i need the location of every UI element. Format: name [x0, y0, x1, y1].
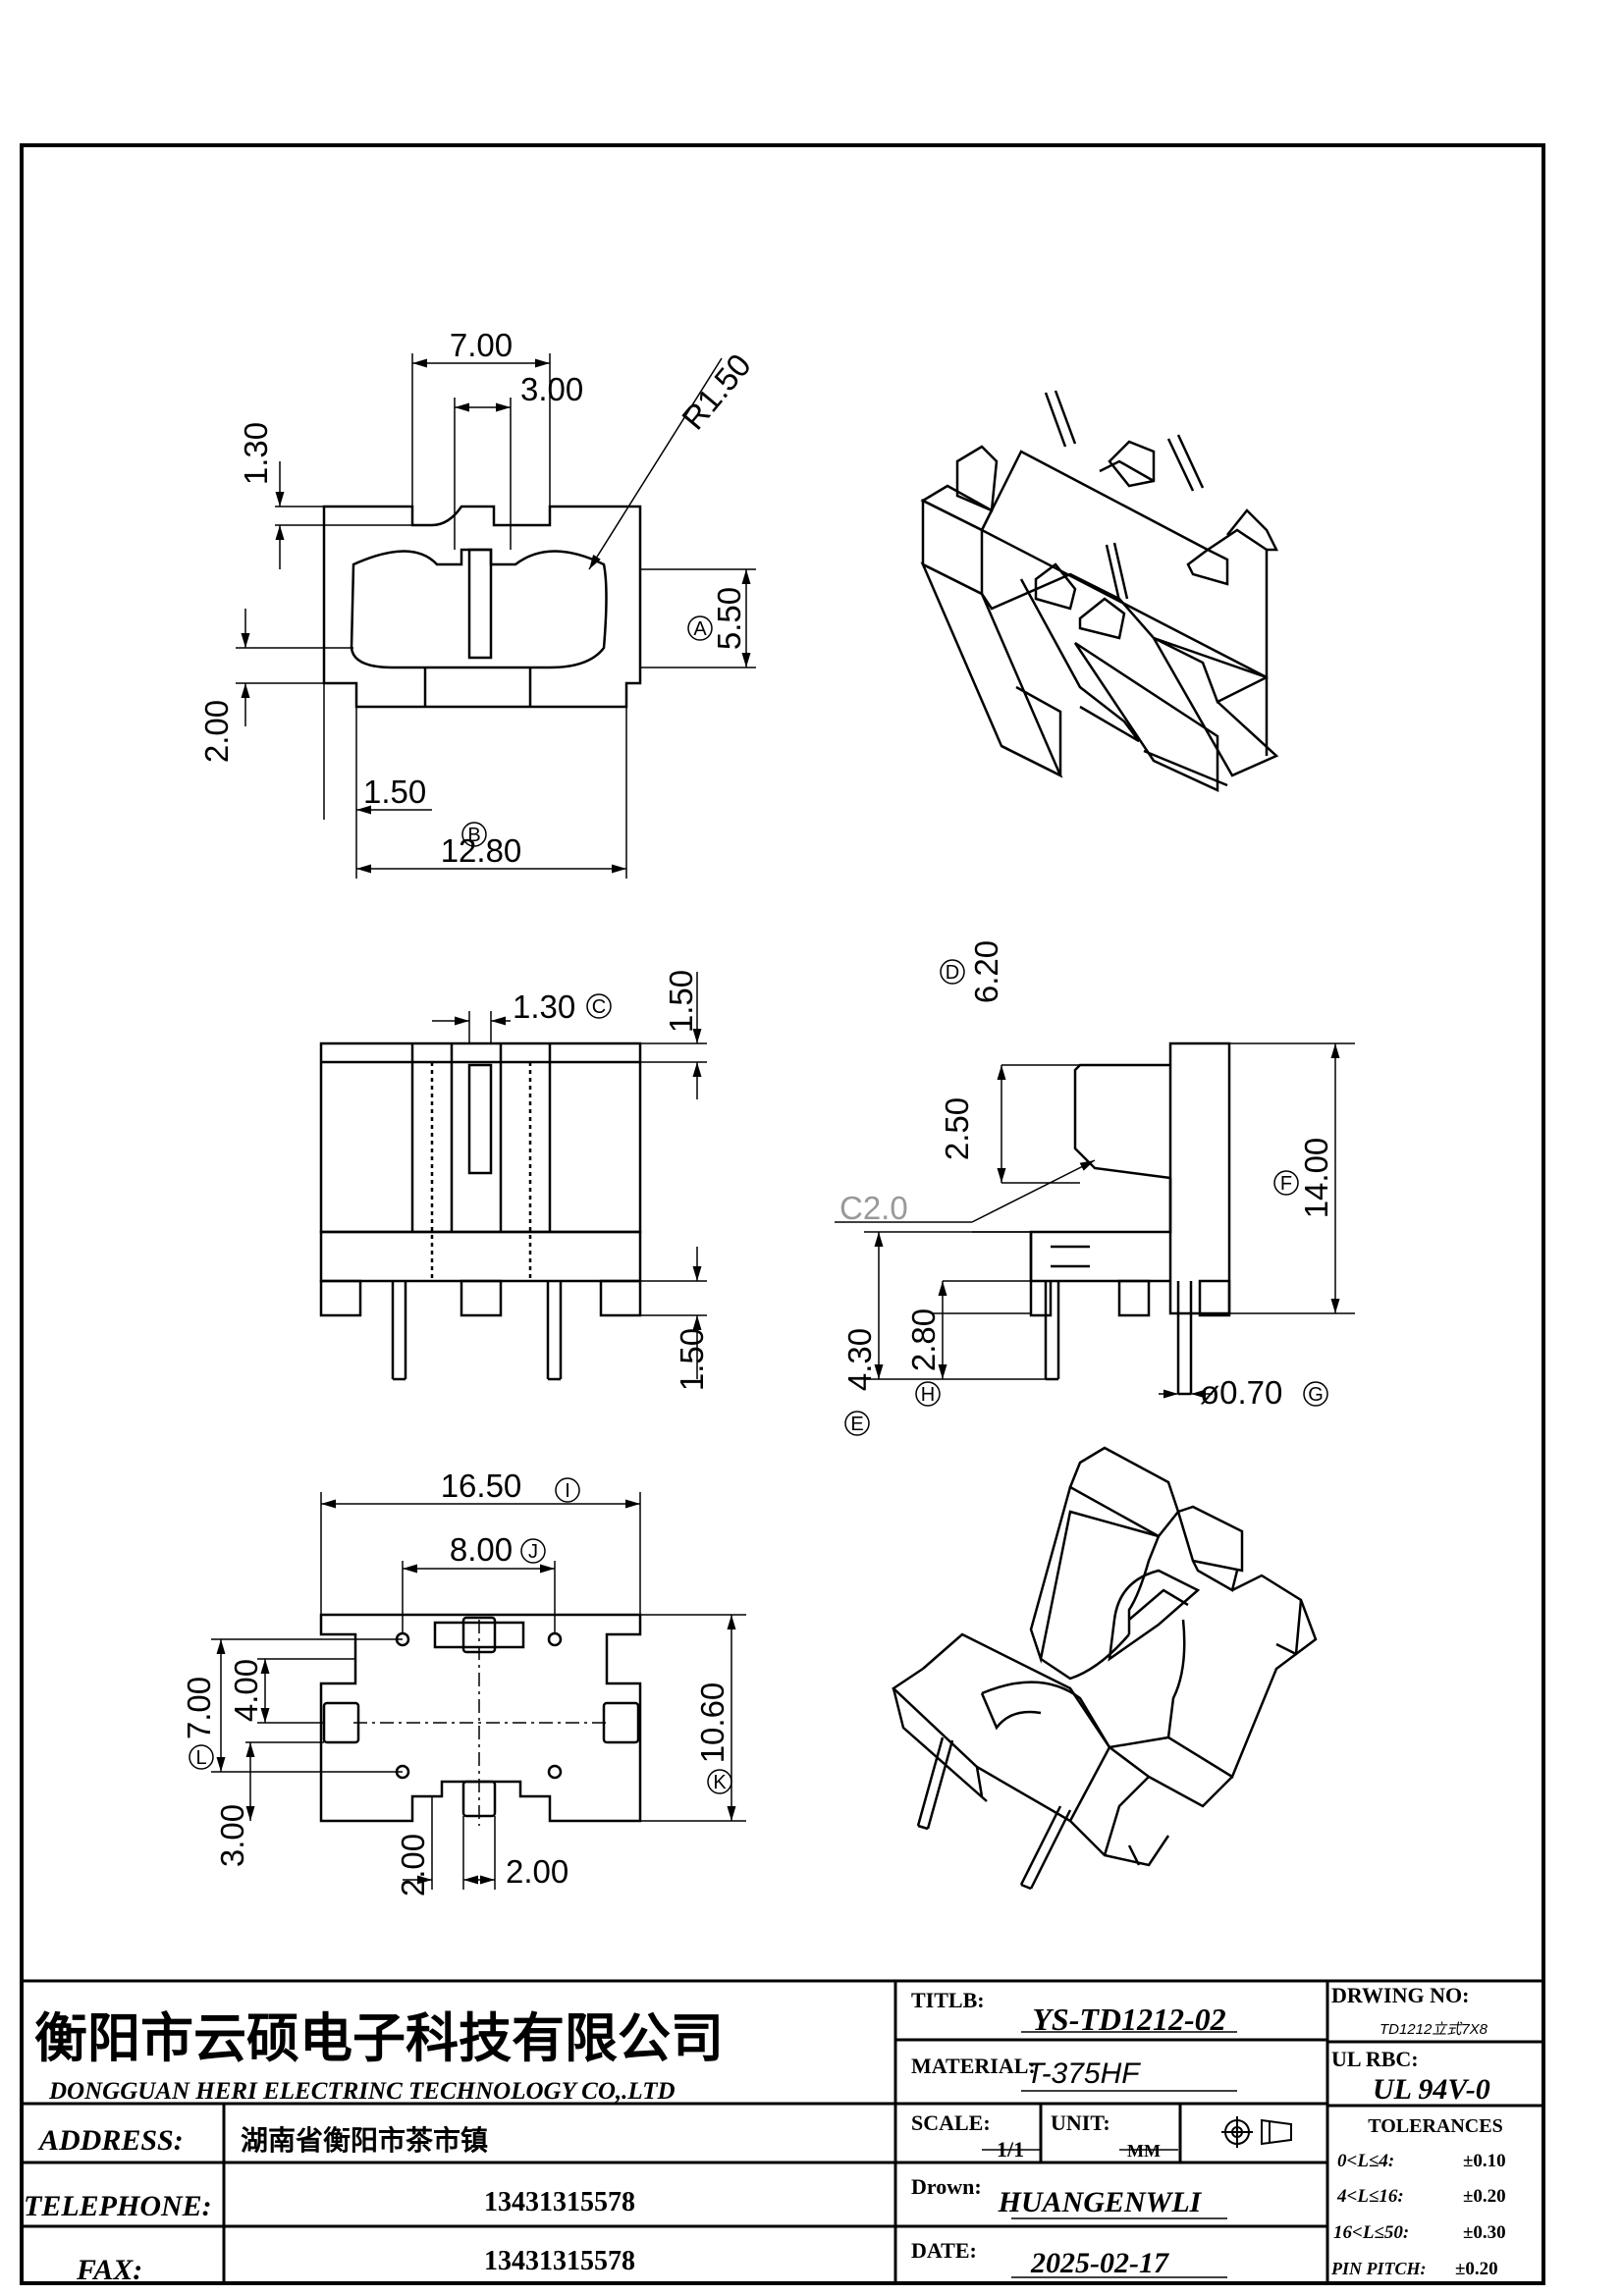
tolerances-label: TOLERANCES — [1368, 2115, 1502, 2137]
side-view — [1029, 1041, 1231, 1396]
label-k: K — [713, 1772, 727, 1793]
drawn-label: Drown: — [911, 2174, 982, 2199]
dim-side-h-f: 14.00 — [1298, 1138, 1334, 1219]
address-value: 湖南省衡阳市茶市镇 — [241, 2124, 488, 2157]
dim-top-h-notch: 1.30 — [238, 422, 274, 485]
dim-bottom-h-3: 3.00 — [214, 1804, 250, 1867]
dim-front-bottom: 1.50 — [674, 1328, 710, 1391]
ul-label: UL RBC: — [1331, 2047, 1419, 2071]
dim-top-h-a: 5.50 — [711, 587, 747, 650]
dim-side-h-250: 2.50 — [939, 1097, 975, 1160]
bottom-view-dims — [211, 1492, 746, 1890]
top-view-outline — [322, 505, 642, 709]
front-view — [319, 1041, 642, 1381]
iso-view-top — [920, 390, 1279, 792]
top-view-dims — [236, 353, 756, 879]
label-j: J — [528, 1541, 538, 1563]
bottom-view — [319, 1613, 642, 1826]
dim-bottom-h-k: 10.60 — [694, 1682, 730, 1764]
tolerance-range-4: PIN PITCH: — [1330, 2259, 1427, 2278]
dim-bottom-w-2b: 2.00 — [506, 1853, 568, 1890]
label-g: G — [1308, 1384, 1324, 1406]
top-view-inner — [350, 548, 608, 669]
label-a: A — [693, 618, 707, 640]
scale-value: 1/1 — [997, 2137, 1024, 2162]
dim-front-slot: 1.30 — [513, 988, 575, 1025]
tolerance-range-2: 4<L≤16: — [1336, 2186, 1404, 2207]
ul-value: UL 94V-0 — [1373, 2073, 1490, 2106]
dim-top-w-inner: 3.00 — [520, 371, 583, 407]
label-f: F — [1280, 1173, 1292, 1195]
dim-side-chamfer: C2.0 — [839, 1190, 908, 1226]
fax-value: 13431315578 — [484, 2246, 635, 2276]
telephone-label: TELEPHONE: — [24, 2190, 212, 2222]
scale-label: SCALE: — [911, 2110, 991, 2135]
dim-bottom-h-l: 7.00 — [181, 1677, 217, 1739]
dim-top-w-total: 12.80 — [441, 832, 522, 869]
drawn-value: HUANGENWLI — [998, 2186, 1203, 2218]
telephone-value: 13431315578 — [484, 2187, 635, 2217]
dim-top-h-2: 2.00 — [198, 700, 235, 763]
dim-front-top: 1.50 — [663, 970, 699, 1033]
dim-side-h-d: 6.20 — [968, 940, 1004, 1003]
dim-bottom-w-i: 16.50 — [441, 1468, 522, 1504]
dim-side-pin: ø0.70 — [1200, 1374, 1282, 1411]
title-label: TITLB: — [911, 1988, 985, 2012]
front-view-dims — [432, 972, 707, 1379]
dim-top-radius: R1.50 — [675, 347, 758, 436]
tolerance-value-1: ±0.10 — [1463, 2151, 1506, 2171]
address-label: ADDRESS: — [37, 2124, 184, 2157]
dim-bottom-h-4: 4.00 — [228, 1659, 264, 1722]
dim-side-h-e: 4.30 — [841, 1328, 878, 1391]
drawing-no-label: DRWING NO: — [1331, 1983, 1469, 2007]
front-view-dim-text: 1.30 C 1.50 1.50 — [513, 970, 710, 1391]
top-view-dim-text: 7.00 3.00 R1.50 1.30 5.50 2.00 1.50 12.8… — [198, 327, 758, 869]
side-view-dim-text: D 6.20 2.50 C2.0 F 14.00 4.30 E 2.80 H ø… — [839, 940, 1334, 1436]
title-block-grid — [22, 1979, 1543, 2283]
company-name-cn: 衡阳市云硕电子科技有限公司 — [34, 2007, 724, 2069]
bottom-view-dim-text: 16.50 I 8.00 J 10.60 K 7.00 L 4.00 3.00 … — [181, 1468, 732, 1896]
label-b: B — [467, 825, 480, 846]
title-block-text: 衡阳市云硕电子科技有限公司 DONGGUAN HERI ELECTRINC TE… — [24, 1983, 1506, 2286]
label-c: C — [592, 996, 606, 1018]
date-label: DATE: — [911, 2238, 977, 2263]
label-e: E — [850, 1414, 863, 1435]
label-d: D — [946, 962, 959, 984]
dim-side-h-h: 2.80 — [905, 1308, 942, 1371]
top-view — [322, 505, 642, 709]
unit-label: UNIT: — [1051, 2110, 1110, 2135]
unit-value: MM — [1127, 2141, 1161, 2161]
drawing-border — [20, 143, 1545, 2285]
side-view-dims — [835, 1042, 1355, 1399]
tolerance-value-4: ±0.20 — [1455, 2259, 1498, 2279]
projection-symbol — [1221, 2116, 1292, 2148]
label-l: L — [195, 1747, 206, 1769]
material-label: MATERIAL: — [911, 2054, 1036, 2078]
label-h: H — [921, 1384, 935, 1406]
date-value: 2025-02-17 — [1030, 2247, 1169, 2279]
label-i: I — [565, 1480, 570, 1502]
tolerance-range-3: 16<L≤50: — [1333, 2222, 1409, 2243]
tolerance-value-3: ±0.30 — [1463, 2222, 1506, 2243]
fax-label: FAX: — [76, 2254, 142, 2286]
dim-bottom-w-j: 8.00 — [450, 1531, 513, 1568]
tolerance-range-1: 0<L≤4: — [1337, 2151, 1394, 2171]
tolerance-value-2: ±0.20 — [1463, 2186, 1506, 2207]
iso-view-bottom — [891, 1446, 1318, 1891]
dim-bottom-w-2a: 2.00 — [395, 1834, 431, 1896]
company-name-en: DONGGUAN HERI ELECTRINC TECHNOLOGY CO,.L… — [48, 2078, 676, 2105]
drawing-no-value: TD1212立式7X8 — [1380, 2021, 1488, 2038]
material-value: T-375HF — [1026, 2057, 1141, 2090]
top-view-slot — [467, 548, 493, 660]
title-value: YS-TD1212-02 — [1032, 2002, 1225, 2037]
dim-top-w-step: 1.50 — [363, 774, 426, 810]
dim-top-w-outer: 7.00 — [450, 327, 513, 363]
